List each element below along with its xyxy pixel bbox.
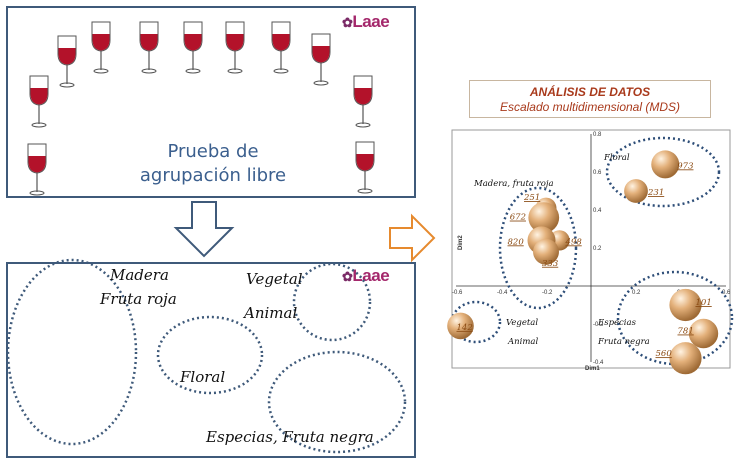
y-tick-label: 0.4: [593, 208, 602, 214]
caption-line-1: Prueba de: [167, 141, 259, 162]
mds-point: [447, 312, 474, 340]
mds-point-label: 560: [656, 349, 673, 359]
group-ellipse-madera: [6, 258, 138, 446]
free-sorting-caption: Prueba de agrupación libre: [128, 140, 298, 188]
mds-title-box: ANÁLISIS DE DATOS Escalado multidimensio…: [469, 80, 711, 118]
mds-point-label: 101: [696, 298, 712, 308]
caption-line-2: agrupación libre: [139, 165, 287, 186]
mds-label-especias: Especias: [597, 318, 637, 328]
wine-glass-icon: [354, 140, 376, 194]
label-animal: Animal: [244, 304, 298, 322]
logo-text: Laae: [352, 12, 390, 31]
wine-glass-icon: [90, 20, 112, 74]
mds-point-label: 333: [542, 259, 558, 269]
mds-label-fruta-negra: Fruta negra: [597, 337, 650, 347]
mds-point-label: 251: [523, 193, 540, 203]
y-tick-label: 0.6: [593, 170, 602, 176]
x-axis-label: Dim1: [585, 366, 600, 372]
y-tick-label: -0.4: [593, 360, 604, 366]
x-tick-label: -0.4: [497, 290, 508, 296]
right-arrow-icon: [389, 213, 436, 263]
mds-point: [669, 288, 702, 322]
wine-glass-icon: [224, 20, 246, 74]
mds-ellipse-floral: [605, 136, 721, 208]
mds-point: [651, 150, 680, 179]
down-arrow-icon: [173, 201, 235, 258]
label-madera: Madera: [110, 266, 169, 284]
mds-point: [528, 202, 560, 234]
x-tick-label: -0.2: [542, 290, 553, 296]
mds-label-floral: Floral: [603, 153, 630, 163]
grape-icon: ✿: [342, 15, 353, 30]
mds-label-animal: Animal: [507, 337, 538, 347]
wine-glass-icon: [26, 142, 48, 196]
wine-glass-icon: [182, 20, 204, 74]
mds-point: [688, 318, 719, 349]
x-tick-label: 0.2: [632, 290, 641, 296]
mds-title: ANÁLISIS DE DATOS: [529, 85, 651, 99]
wine-glass-icon: [270, 20, 292, 74]
mds-subtitle: Escalado multidimensional (MDS): [499, 100, 681, 114]
mds-ellipse-vegetal: [450, 300, 502, 344]
mds-label-vegetal: Vegetal: [506, 318, 538, 328]
y-tick-label: -0.2: [593, 322, 604, 328]
y-axis-label: Dim2: [458, 235, 464, 250]
mds-point-label: 142: [457, 323, 473, 333]
grape-icon: ✿: [342, 269, 353, 284]
group-ellipse-especias: [267, 350, 407, 454]
label-especias: Especias, Fruta negra: [206, 428, 374, 446]
wine-glass-icon: [352, 74, 374, 128]
mds-point: [669, 342, 702, 375]
mds-point-label: 781: [678, 327, 694, 337]
grouped-wines-panel: [6, 262, 416, 458]
laae-logo-top: ✿Laae: [342, 12, 390, 32]
mds-point: [624, 179, 648, 203]
mds-point-label: 973: [677, 161, 693, 171]
logo-text: Laae: [352, 266, 390, 285]
laae-logo-bottom: ✿Laae: [342, 266, 390, 286]
wine-glass-icon: [56, 34, 78, 88]
y-tick-label: 0.8: [593, 132, 602, 138]
label-vegetal: Vegetal: [246, 270, 303, 288]
mds-label-madera: Madera, fruta roja: [473, 179, 554, 189]
wine-glass-icon: [28, 74, 50, 128]
mds-point-label: 231: [647, 188, 664, 198]
group-ellipse-floral: [156, 315, 264, 395]
mds-point: [533, 238, 559, 265]
group-ellipse-vegetal: [292, 262, 372, 342]
label-floral: Floral: [180, 368, 226, 386]
mds-point-label: 820: [508, 237, 525, 247]
x-tick-label: -0.6: [452, 290, 463, 296]
wine-glass-icon: [310, 32, 332, 86]
wine-glass-icon: [138, 20, 160, 74]
mds-ellipse-madera: [498, 186, 578, 310]
y-tick-label: 0.2: [593, 246, 602, 252]
mds-point-label: 498: [565, 237, 583, 247]
x-tick-label: 0.6: [722, 290, 731, 296]
label-fruta-roja: Fruta roja: [100, 290, 177, 308]
mds-point-label: 672: [510, 213, 526, 223]
